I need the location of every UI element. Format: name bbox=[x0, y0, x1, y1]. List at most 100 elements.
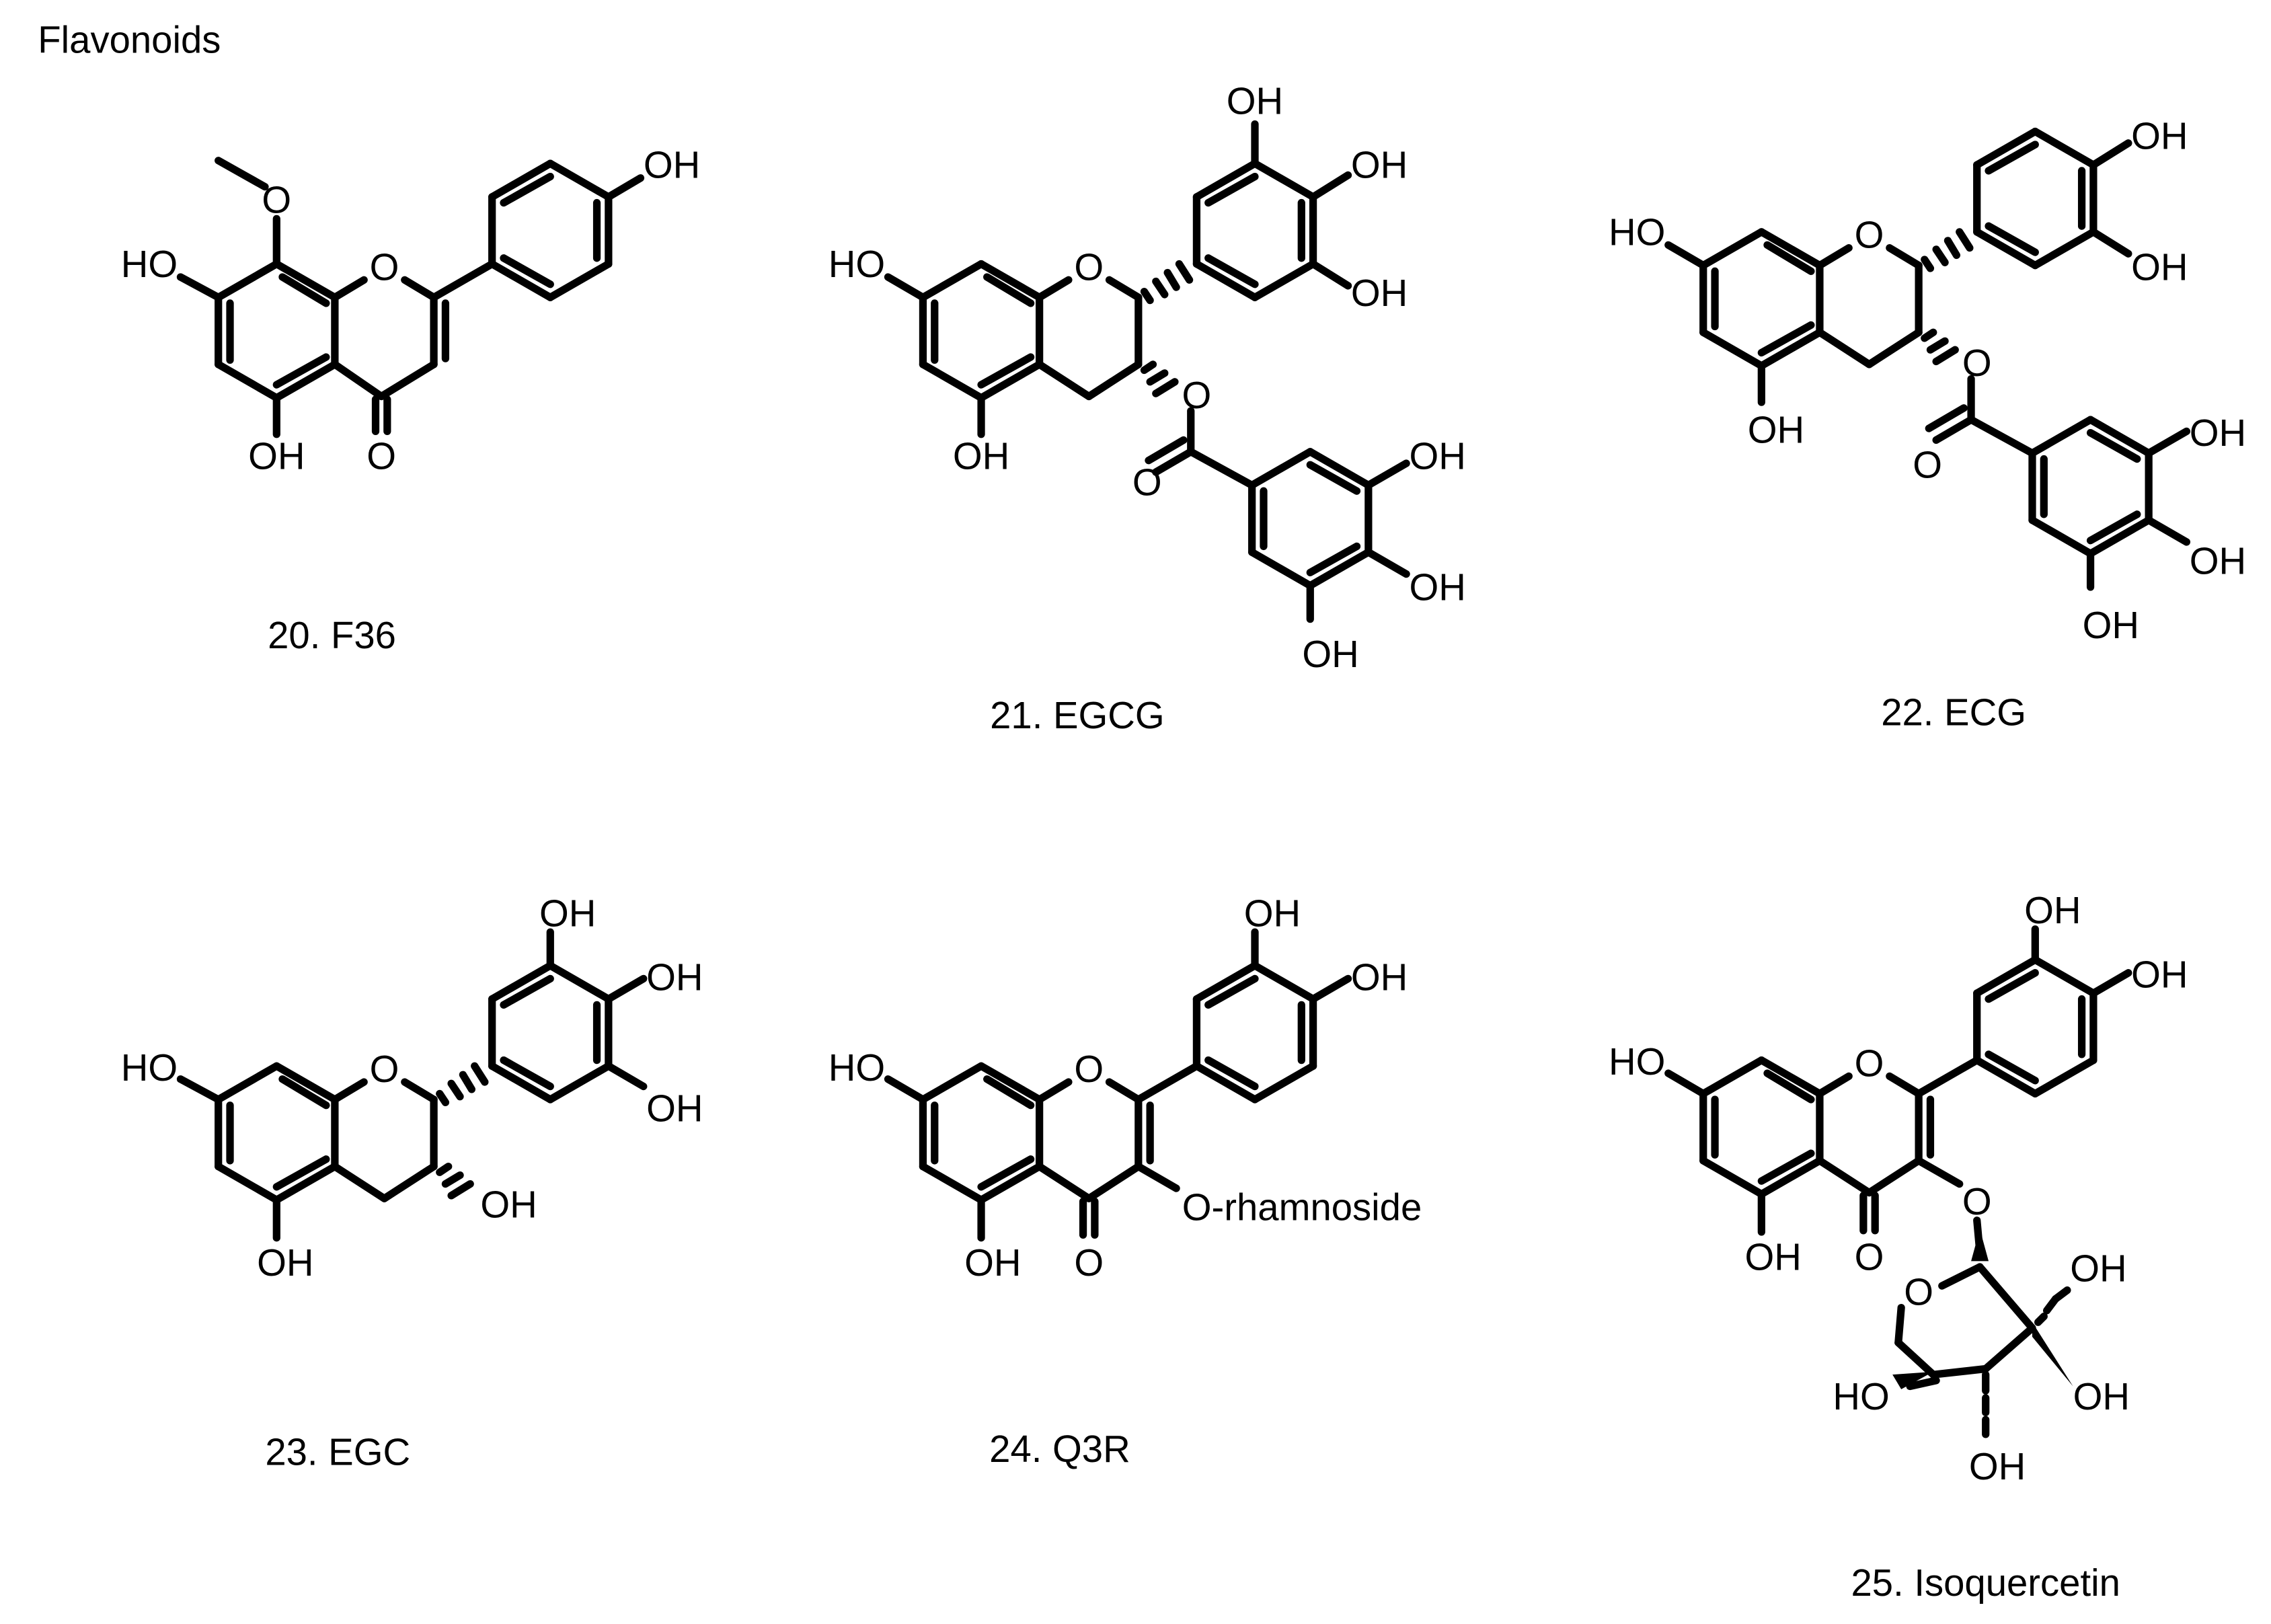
bond bbox=[1306, 448, 1373, 490]
bond bbox=[1985, 141, 2039, 175]
atom-hydroxyl: OH bbox=[1351, 956, 1408, 999]
bond bbox=[1248, 448, 1314, 490]
bond bbox=[546, 260, 613, 301]
bond bbox=[2028, 516, 2095, 557]
bond bbox=[1192, 962, 1259, 1003]
bond bbox=[1364, 548, 1410, 578]
bond bbox=[2031, 228, 2097, 270]
bond bbox=[1763, 241, 1815, 275]
bond bbox=[1664, 1069, 1707, 1098]
wedge-bond bbox=[1971, 1229, 1989, 1262]
atom-ester-oxygen: O bbox=[1182, 374, 1212, 416]
bond bbox=[1251, 159, 1317, 201]
bond bbox=[272, 1155, 330, 1191]
bond bbox=[272, 1162, 339, 1204]
bond bbox=[1204, 974, 1259, 1009]
bond bbox=[2089, 969, 2132, 997]
atom-hydroxyl: OH bbox=[644, 144, 700, 186]
atom-o-rhamnoside: O-rhamnoside bbox=[1182, 1186, 1422, 1229]
bond bbox=[546, 159, 613, 201]
bond bbox=[1894, 1303, 1905, 1347]
atom-hydroxyl: OH bbox=[1302, 633, 1358, 675]
bond bbox=[1192, 1062, 1259, 1104]
bond bbox=[500, 172, 554, 207]
compound-label: 22. ECG bbox=[1881, 691, 2026, 734]
atom-hydroxyl: HO bbox=[121, 1046, 178, 1089]
bond bbox=[1192, 159, 1259, 201]
bond bbox=[215, 260, 280, 301]
bond bbox=[1757, 328, 1824, 370]
bond bbox=[488, 260, 554, 301]
bond bbox=[1932, 245, 1949, 266]
bond bbox=[441, 1171, 464, 1188]
bond bbox=[331, 360, 385, 401]
atom-hydroxyl: OH bbox=[2190, 412, 2246, 454]
bond bbox=[977, 360, 1044, 402]
wedge-bond bbox=[2032, 1322, 2073, 1387]
atom-hydroxyl: OH bbox=[2024, 889, 2081, 931]
bond bbox=[1175, 260, 1194, 284]
bond bbox=[1204, 254, 1259, 288]
bond bbox=[447, 1079, 464, 1101]
atom-carbonyl-oxygen: O bbox=[1132, 461, 1162, 504]
bond bbox=[2086, 510, 2141, 545]
compound-label: 25. Isoquercetin bbox=[1851, 1561, 2120, 1604]
atom-hydroxyl: HO bbox=[829, 1046, 885, 1089]
bond bbox=[1973, 956, 2039, 997]
bond bbox=[605, 1062, 648, 1091]
atom-hydroxyl: HO bbox=[1609, 1040, 1665, 1083]
bond bbox=[500, 254, 554, 288]
bond bbox=[1306, 461, 1361, 495]
atom-hydroxyl: OH bbox=[2131, 114, 2188, 157]
bond bbox=[919, 360, 985, 402]
bond bbox=[1921, 256, 1935, 272]
bond bbox=[1973, 228, 2039, 270]
bond bbox=[1943, 237, 1961, 260]
bond bbox=[1985, 969, 2039, 1003]
bond bbox=[1699, 1157, 1765, 1198]
bond bbox=[1309, 260, 1352, 290]
atom-hydroxyl: OH bbox=[2083, 604, 2139, 646]
bond bbox=[176, 1075, 223, 1104]
bond bbox=[884, 273, 927, 301]
atom-hydroxyl: OH bbox=[2131, 953, 2188, 995]
bond bbox=[401, 276, 438, 301]
bond bbox=[272, 1062, 339, 1104]
atom-ester-oxygen: O bbox=[1962, 342, 1992, 384]
bond bbox=[1152, 448, 1195, 476]
bond bbox=[1757, 1157, 1824, 1198]
atom-carbonyl-oxygen: O bbox=[367, 435, 396, 477]
bond bbox=[605, 174, 645, 201]
atom-pyranose-oxygen: O bbox=[1904, 1270, 1933, 1313]
atom-hydroxyl: OH bbox=[1409, 566, 1465, 609]
bond bbox=[1967, 416, 2036, 457]
bond bbox=[919, 260, 985, 301]
atom-methoxy-oxygen: O bbox=[262, 179, 291, 221]
bond bbox=[2086, 516, 2153, 557]
atom-hydroxyl: HO bbox=[1609, 210, 1665, 253]
bond bbox=[1187, 448, 1256, 490]
bond bbox=[1152, 378, 1179, 397]
bond bbox=[1145, 436, 1188, 465]
bond bbox=[1035, 276, 1073, 301]
bond bbox=[215, 1162, 280, 1204]
bond bbox=[272, 353, 330, 389]
bond bbox=[983, 1075, 1035, 1110]
atom-ring-oxygen: O bbox=[370, 1048, 399, 1090]
compound-label: 20. F36 bbox=[268, 614, 396, 656]
atom-carbonyl-oxygen: O bbox=[1074, 1241, 1104, 1284]
bond bbox=[215, 1062, 280, 1104]
bond bbox=[215, 360, 280, 402]
bond bbox=[977, 353, 1035, 389]
atom-hydroxyl: OH bbox=[1351, 272, 1408, 314]
bond bbox=[488, 962, 554, 1003]
bond bbox=[1816, 1157, 1874, 1197]
atom-hydroxyl: OH bbox=[539, 892, 596, 934]
bond bbox=[546, 1062, 613, 1104]
bond bbox=[2031, 956, 2097, 997]
bond bbox=[2051, 1286, 2071, 1303]
bond bbox=[272, 260, 339, 301]
bond bbox=[278, 1075, 330, 1110]
compound-22-ecg: O HO OH O O OH OH OH OH OH 22. ECG bbox=[1609, 114, 2246, 733]
